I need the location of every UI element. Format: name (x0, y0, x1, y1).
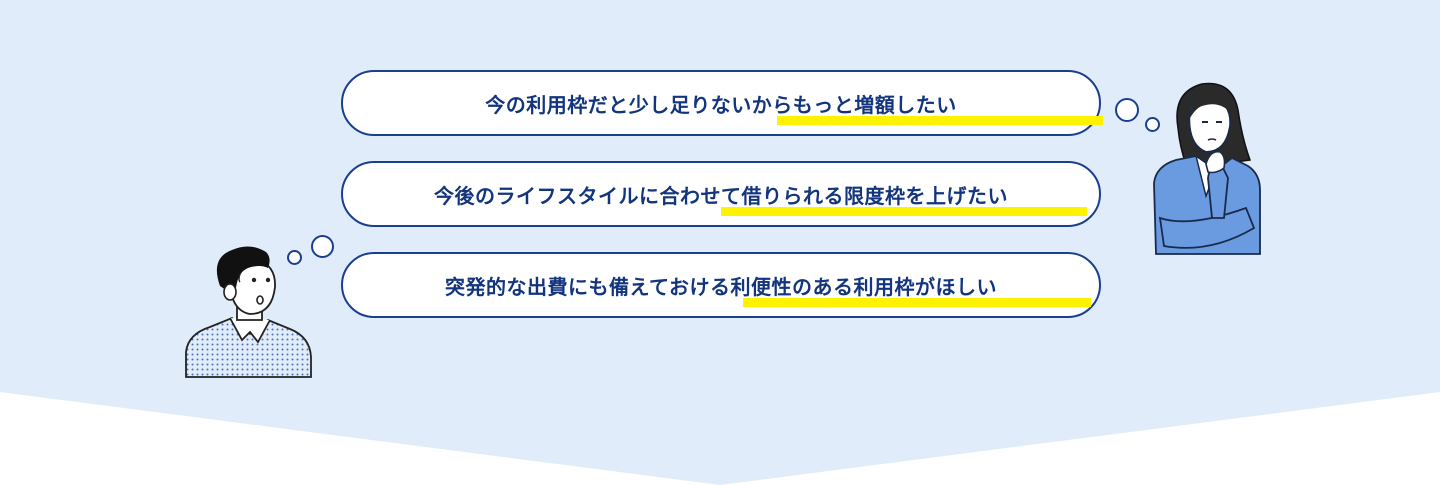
thinking-woman-illustration (1153, 82, 1261, 255)
speech-bubble-2: 今後のライフスタイルに合わせて借りられる限度枠を上げたい (341, 161, 1101, 227)
highlight-3 (743, 298, 1091, 307)
bubble-text-1: 今の利用枠だと少し足りないからもっと増額したい (485, 92, 957, 117)
thinking-man-illustration (185, 246, 312, 378)
speech-bubble-1: 今の利用枠だと少し足りないからもっと増額したい (341, 70, 1103, 136)
highlight-2 (721, 207, 1087, 216)
highlight-1 (777, 116, 1103, 125)
bubble-text-2: 今後のライフスタイルに合わせて借りられる限度枠を上げたい (434, 183, 1008, 208)
thought-dot-large-right (1115, 98, 1139, 122)
thought-dot-small-left (287, 250, 302, 265)
thought-dot-large-left (311, 235, 334, 258)
thought-dot-small-right (1145, 117, 1160, 132)
bubble-text-3: 突発的な出費にも備えておける利便性のある利用枠がほしい (445, 274, 997, 299)
speech-bubble-3: 突発的な出費にも備えておける利便性のある利用枠がほしい (341, 252, 1101, 318)
